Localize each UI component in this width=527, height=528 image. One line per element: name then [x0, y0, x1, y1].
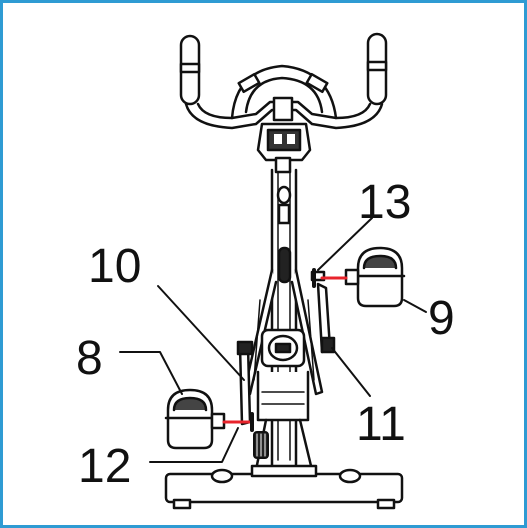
- upright-column: [270, 168, 298, 472]
- leader-9: [403, 299, 427, 313]
- leader-11: [331, 347, 371, 397]
- resistance-knob: [253, 431, 269, 459]
- leader-10: [157, 285, 245, 381]
- handlebar-stem: [256, 96, 312, 174]
- leader-12: [149, 427, 239, 463]
- leader-13: [317, 217, 373, 271]
- pedal-axles: [222, 268, 348, 432]
- callout-11: 11: [356, 398, 406, 451]
- callout-leaders: [119, 217, 427, 463]
- callout-labels: 8 9 10 11 12 13: [76, 176, 455, 493]
- right-crank-arm: [310, 270, 336, 354]
- callout-12: 12: [78, 440, 131, 493]
- right-pedal: [344, 246, 406, 308]
- leader-8: [119, 351, 183, 395]
- callout-13: 13: [358, 176, 411, 229]
- callout-8: 8: [76, 332, 103, 385]
- callout-9: 9: [428, 292, 455, 345]
- left-pedal: [164, 388, 226, 450]
- left-crank-arm: [236, 340, 254, 426]
- base-stabilizer: [164, 464, 404, 510]
- frame-legs: [242, 268, 324, 472]
- handlebar: [179, 32, 388, 130]
- bike-diagram: 8 9 10 11 12 13: [76, 32, 455, 510]
- callout-10: 10: [88, 240, 141, 293]
